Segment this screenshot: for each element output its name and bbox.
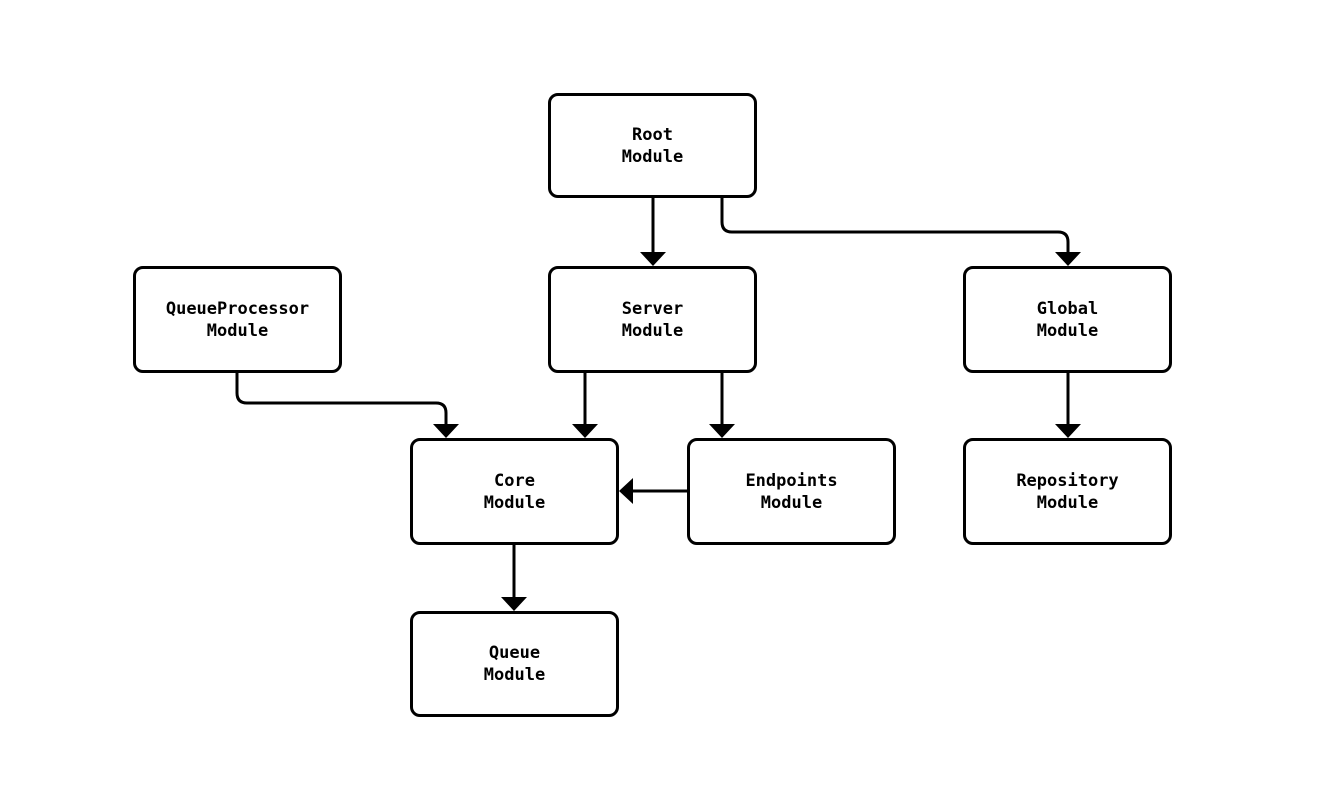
edge-root-to-global (720, 198, 1081, 266)
node-label: Repository Module (1016, 470, 1119, 513)
node-label: Server Module (621, 298, 684, 341)
node-label: Queue Module (483, 643, 546, 685)
node-queue-module: Queue Module (410, 611, 619, 717)
node-queueprocessor-module: QueueProcessor Module (133, 266, 342, 373)
node-global-module: Global Module (963, 266, 1172, 373)
node-root-module: Root Module (548, 93, 757, 198)
node-core-module: Core Module (410, 438, 619, 545)
node-label: Endpoints Module (745, 470, 838, 513)
edge-queueprocessor-to-core (235, 373, 459, 438)
node-repository-module: Repository Module (963, 438, 1172, 545)
node-label: QueueProcessor Module (165, 298, 310, 341)
node-server-module: Server Module (548, 266, 757, 373)
node-endpoints-module: Endpoints Module (687, 438, 896, 545)
node-label: Core Module (483, 470, 546, 513)
node-label: Global Module (1036, 298, 1099, 341)
node-label: Root Module (621, 124, 684, 167)
